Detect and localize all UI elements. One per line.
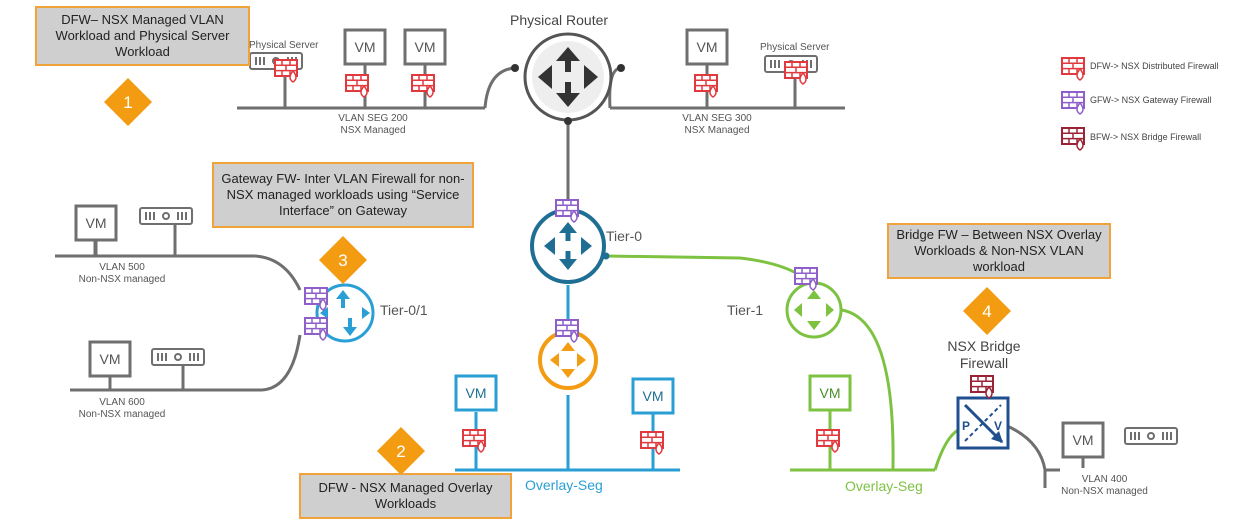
physical-router-icon[interactable] xyxy=(511,32,625,125)
svg-text:2: 2 xyxy=(396,442,405,461)
vlan400-label: VLAN 400 Non-NSX managed xyxy=(1052,474,1157,498)
legend-dfw-label: DFW-> NSX Distributed Firewall xyxy=(1090,61,1219,71)
tier1-router-icon[interactable] xyxy=(785,281,843,339)
physical-server-icon[interactable] xyxy=(151,348,205,366)
vlan400-name: VLAN 400 xyxy=(1081,474,1128,485)
vlan400-sub: Non-NSX managed xyxy=(1061,486,1148,497)
legend-gfw-label: GFW-> NSX Gateway Firewall xyxy=(1090,95,1212,105)
vlan300-sub: NSX Managed xyxy=(684,125,750,136)
svg-text:1: 1 xyxy=(123,93,132,112)
svg-text:3: 3 xyxy=(338,251,347,270)
bridge-fw-label: NSX Bridge Firewall xyxy=(932,338,1036,372)
nsx-bridge-icon[interactable]: P V xyxy=(956,396,1010,450)
vm-icon[interactable] xyxy=(1061,421,1105,459)
physical-server-icon[interactable] xyxy=(1124,427,1178,445)
badge-4: 4 xyxy=(963,287,1011,335)
physical-server-icon[interactable] xyxy=(139,207,193,225)
callout-2: DFW - NSX Managed Overlay Workloads xyxy=(299,473,512,519)
vm-icon[interactable] xyxy=(88,340,132,378)
physical-server-right-label: Physical Server xyxy=(760,42,830,53)
vlan200-label: VLAN SEG 200 NSX Managed xyxy=(318,113,428,137)
bridge-fw-line1: NSX Bridge xyxy=(947,338,1021,354)
dfw-firewall-icon[interactable] xyxy=(462,429,486,453)
vlan500-sub: Non-NSX managed xyxy=(78,274,166,285)
vlan500-label: VLAN 500 Non-NSX managed xyxy=(72,262,172,286)
vm-label: VM xyxy=(1073,432,1094,448)
tier01-router-icon[interactable] xyxy=(315,283,375,343)
physical-server-left-label: Physical Server xyxy=(249,40,319,51)
dfw-firewall-icon[interactable] xyxy=(816,429,840,453)
legend-dfw-icon xyxy=(1061,57,1085,81)
svg-text:4: 4 xyxy=(982,302,991,321)
physical-router-label: Physical Router xyxy=(510,12,609,28)
legend-gfw-icon xyxy=(1061,91,1085,115)
callout-1: DFW– NSX Managed VLAN Workload and Physi… xyxy=(35,6,250,66)
vm-label: VM xyxy=(466,385,487,401)
bridge-v-label: V xyxy=(994,419,1002,433)
tier1-label: Tier-1 xyxy=(727,302,764,318)
vm-label: VM xyxy=(355,39,376,55)
vm-label: VM xyxy=(820,385,841,401)
gfw-firewall-icon[interactable] xyxy=(304,317,328,341)
overlay-green-wires xyxy=(605,254,959,472)
badge-1: 1 xyxy=(104,78,152,126)
vm-icon[interactable] xyxy=(808,374,852,412)
vlan500-name: VLAN 500 xyxy=(99,262,145,273)
tier1-distributed-router-icon[interactable] xyxy=(538,330,598,390)
legend-bfw-label: BFW-> NSX Bridge Firewall xyxy=(1090,132,1202,142)
vlan200-name: VLAN SEG 200 xyxy=(338,113,408,124)
vlan600-name: VLAN 600 xyxy=(99,397,145,408)
vlan200-router-link xyxy=(483,66,516,109)
vlan300-label: VLAN SEG 300 NSX Managed xyxy=(662,113,772,137)
gfw-firewall-icon[interactable] xyxy=(304,287,328,311)
vm-label: VM xyxy=(415,39,436,55)
dfw-firewall-icon[interactable] xyxy=(345,74,369,98)
legend-bfw-icon xyxy=(1061,127,1085,151)
vm-label: VM xyxy=(697,39,718,55)
vlan600-sub: Non-NSX managed xyxy=(78,409,166,420)
vm-label: VM xyxy=(100,351,121,367)
overlay-seg-blue-label: Overlay-Seg xyxy=(525,477,603,493)
tier0-label: Tier-0 xyxy=(606,228,643,244)
vlan200-sub: NSX Managed xyxy=(340,125,406,136)
tier01-label: Tier-0/1 xyxy=(380,302,428,318)
overlay-seg-green-label: Overlay-Seg xyxy=(845,478,923,494)
vm-label: VM xyxy=(643,388,664,404)
vlan600-label: VLAN 600 Non-NSX managed xyxy=(72,397,172,421)
vm-label: VM xyxy=(86,215,107,231)
vm-icon[interactable] xyxy=(454,374,498,412)
bfw-firewall-icon[interactable] xyxy=(970,375,994,399)
vlan300-name: VLAN SEG 300 xyxy=(682,113,752,124)
badge-2: 2 xyxy=(377,427,425,475)
dfw-firewall-icon[interactable] xyxy=(411,74,435,98)
tier0-router-icon[interactable] xyxy=(530,208,610,284)
bridge-fw-line2: Firewall xyxy=(959,355,1009,371)
bridge-p-label: P xyxy=(962,419,970,433)
badge-3: 3 xyxy=(319,236,367,284)
callout-3: Gateway FW- Inter VLAN Firewall for non-… xyxy=(212,162,474,228)
vm-icon[interactable] xyxy=(631,377,675,415)
callout-4: Bridge FW – Between NSX Overlay Workload… xyxy=(887,223,1111,279)
